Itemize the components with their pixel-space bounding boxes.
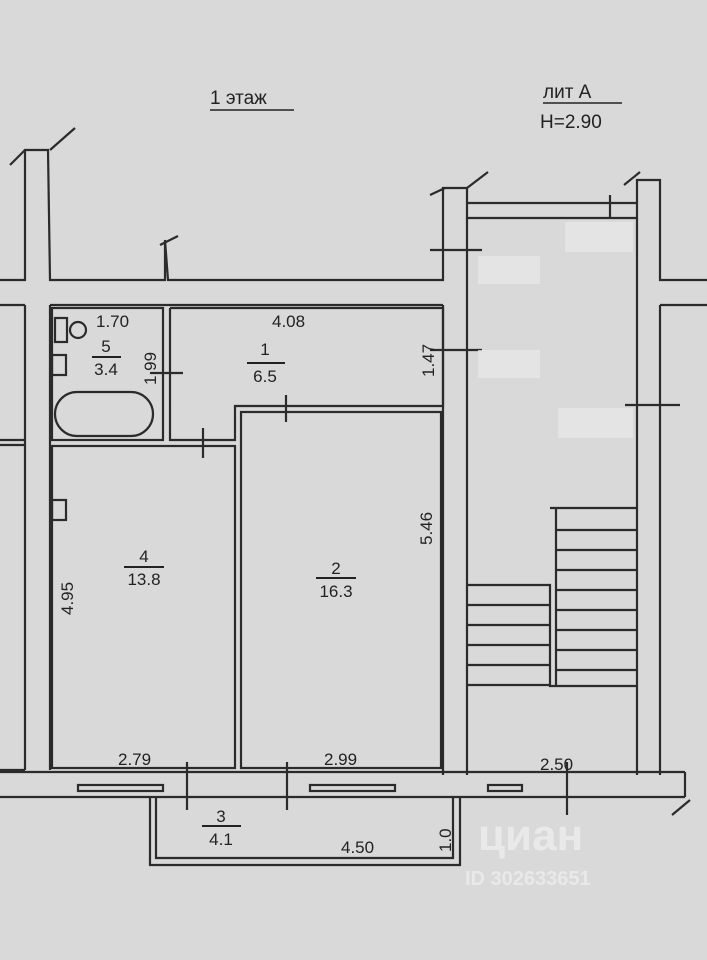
svg-text:1.0: 1.0 [436, 828, 455, 852]
svg-text:5.46: 5.46 [417, 512, 436, 545]
room-5-label: 5 3.4 [92, 337, 121, 379]
plan-header: 1 этаж лит А H=2.90 [210, 82, 622, 133]
floor-label: 1 этаж [210, 88, 267, 109]
watermark: циан ID 302633651 [465, 811, 591, 890]
room-1-label: 1 6.5 [247, 340, 285, 386]
svg-text:2.99: 2.99 [324, 750, 357, 769]
svg-text:4.50: 4.50 [341, 838, 374, 857]
svg-text:2: 2 [331, 559, 340, 578]
svg-text:1: 1 [260, 340, 269, 359]
walls [0, 127, 707, 867]
svg-text:2.50: 2.50 [540, 755, 573, 774]
watermark-brand: циан [478, 811, 583, 860]
watermark-id: ID 302633651 [465, 868, 591, 890]
svg-text:2.79: 2.79 [118, 750, 151, 769]
room-3-label: 3 4.1 [202, 807, 241, 849]
room-2-label: 2 16.3 [316, 559, 356, 601]
staircase [467, 506, 637, 688]
svg-text:4.08: 4.08 [272, 312, 305, 331]
svg-text:1.70: 1.70 [96, 312, 129, 331]
svg-text:16.3: 16.3 [319, 582, 352, 601]
svg-text:5: 5 [101, 337, 110, 356]
svg-text:4.95: 4.95 [58, 582, 77, 615]
svg-text:3.4: 3.4 [94, 360, 118, 379]
svg-text:1.99: 1.99 [141, 352, 160, 385]
svg-text:13.8: 13.8 [127, 570, 160, 589]
svg-text:4: 4 [139, 547, 148, 566]
svg-text:4.1: 4.1 [209, 830, 233, 849]
room-4-label: 4 13.8 [124, 547, 164, 589]
svg-text:6.5: 6.5 [253, 367, 277, 386]
svg-text:3: 3 [216, 807, 225, 826]
svg-text:1.47: 1.47 [419, 344, 438, 377]
dimensions: 1.70 1.99 4.08 1.47 5.46 4.95 2.79 2.99 … [58, 312, 573, 857]
ceiling-height: H=2.90 [540, 112, 602, 133]
lit-label: лит А [543, 82, 592, 103]
